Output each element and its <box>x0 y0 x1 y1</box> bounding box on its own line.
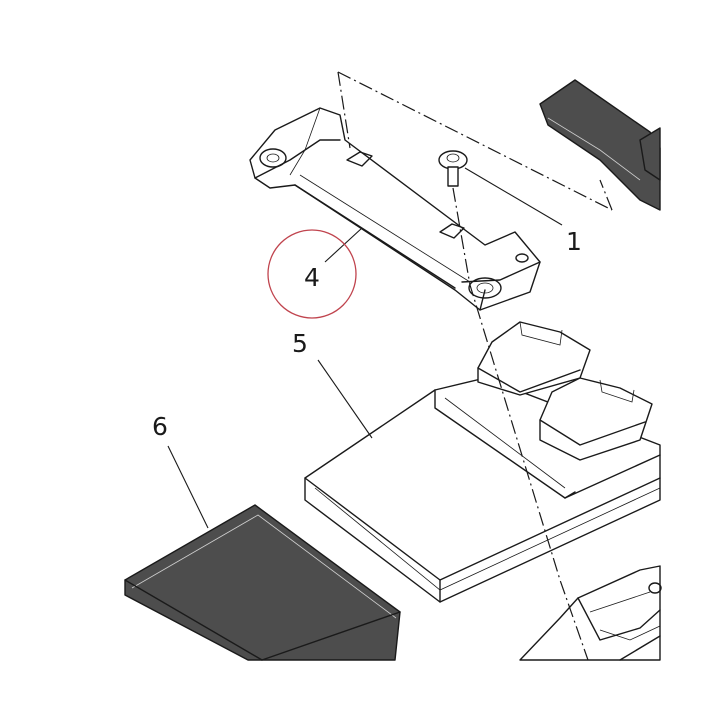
leader-5 <box>317 359 373 439</box>
highlight-circle <box>267 229 357 319</box>
leader-1 <box>464 167 563 226</box>
leader-4 <box>324 227 363 263</box>
callout-leaders <box>167 167 563 529</box>
part-6-block <box>124 504 401 661</box>
assembly-lines <box>337 71 613 661</box>
leader-6 <box>167 445 209 529</box>
part-5-tray <box>304 321 661 603</box>
part-1-screw <box>438 150 468 187</box>
bottom-right-bracket <box>519 565 662 661</box>
callout-label-4: 4 <box>304 263 320 292</box>
callout-label-1: 1 <box>566 227 582 256</box>
callout-label-6: 6 <box>152 412 168 441</box>
callout-label-5: 5 <box>292 329 308 358</box>
top-right-part <box>539 79 661 211</box>
part-4-bracket <box>249 107 541 311</box>
